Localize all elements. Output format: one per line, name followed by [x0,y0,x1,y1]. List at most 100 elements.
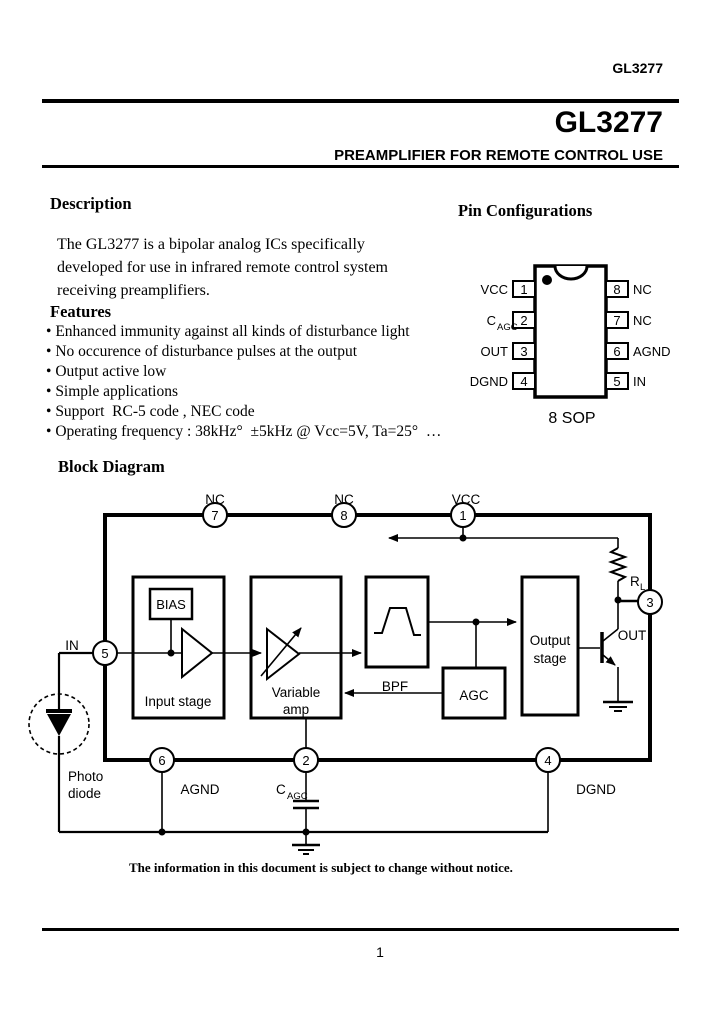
pin-configuration-diagram: 1 2 3 4 8 7 6 5 VCC C AGC OUT DGND NC NC… [470,264,671,427]
pin-label-vcc: VCC [481,282,508,297]
pin-circle-5 [92,640,118,666]
bias-box [148,587,194,621]
pin-label-nc: NC [633,282,652,297]
pin-circle-1 [450,502,476,528]
ic-package-notch [553,265,589,281]
feature-item: Operating frequency : 38kHz° ±5kHz @ Vcc… [46,422,441,442]
agc-label: AGC [459,688,489,703]
description-line: The GL3277 is a bipolar analog ICs speci… [57,236,365,253]
output-stage-label: Output [530,633,571,648]
input-stage-box [131,575,226,720]
feature-item: Simple applications [46,382,441,402]
pin-number: 3 [646,595,653,610]
transistor-collector [602,628,619,642]
pin-circle-3 [637,589,663,615]
description-line: developed for use in infrared remote con… [57,259,388,276]
pin-label-cagc: C [276,782,286,797]
features-list: Enhanced immunity against all kinds of d… [46,322,441,442]
pin-number: 7 [613,313,620,328]
footer-note: The information in this document is subj… [129,860,513,875]
pin-label-cagc: C [487,313,496,328]
bandpass-response-icon [374,607,421,636]
pin-label-cagc-subscript: AGC [287,791,308,802]
pin-circle-4 [535,747,561,773]
features-heading: Features [50,302,112,321]
pin-number: 8 [613,282,620,297]
pin-number: 2 [302,753,309,768]
photodiode-label: diode [68,786,101,801]
bpf-label: BPF [382,679,408,694]
photodiode-triangle [47,714,71,736]
output-stage-box [520,575,580,717]
amplifier-triangle-icon [181,626,214,680]
block-diagram-heading: Block Diagram [58,457,165,476]
pin-label-nc: NC [633,313,652,328]
feature-item: Support RC-5 code , NEC code [46,402,441,422]
bias-label: BIAS [156,597,186,612]
pin-stub-7 [605,311,629,329]
pin-number: 5 [101,646,108,661]
pin-label-nc: NC [334,492,354,507]
variable-amp-label: amp [283,702,309,717]
feature-item: No occurence of disturbance pulses at th… [46,342,441,362]
header-rule [42,99,679,103]
page-title: GL3277 [554,106,663,139]
npn-transistor-icon [578,628,619,666]
description-line: receiving preamplifiers. [57,282,210,299]
pin-label-vcc: VCC [452,492,481,507]
pin-stub-6 [605,342,629,360]
package-type-label: 8 SOP [548,410,595,427]
pin-label-agnd: AGND [180,782,219,797]
input-stage-label: Input stage [145,694,212,709]
pin-label-dgnd: DGND [576,782,616,797]
pin-stub-8 [605,280,629,298]
pin-config-heading: Pin Configurations [458,201,593,220]
pin-stub-5 [605,372,629,390]
ic-package-body [533,264,608,399]
pin-number: 6 [613,344,620,359]
pin-circle-8 [331,502,357,528]
pin-label-out: OUT [618,628,647,643]
variable-gain-arrow-icon [260,627,302,677]
footer-rule [42,928,679,931]
header-part-number: GL3277 [612,60,663,76]
pin-circle-7 [202,502,228,528]
pin-number: 2 [520,313,527,328]
pin-label-out: OUT [481,344,509,359]
block-diagram-figure: Photo diode IN BIAS Input stage [28,492,663,855]
pin-number: 1 [459,508,466,523]
pin-label-in: IN [633,374,646,389]
pin-number: 6 [158,753,165,768]
photodiode-icon [28,653,90,832]
pin-stub-4 [512,372,536,390]
description-heading: Description [50,194,132,213]
load-resistor-label: R [630,574,640,589]
pin-label-agnd: AGND [633,344,671,359]
variable-amp-label: Variable [272,685,321,700]
pin-circle-6 [149,747,175,773]
feature-item: Output active low [46,362,441,382]
pin-number: 4 [544,753,551,768]
pin-label-nc: NC [205,492,225,507]
pin-number: 5 [613,374,620,389]
output-stage-label: stage [533,651,566,666]
capacitor-icon [293,799,319,810]
feature-item: Enhanced immunity against all kinds of d… [46,322,441,342]
variable-amplifier-triangle-icon [266,626,301,682]
pin-stub-1 [512,280,536,298]
ic-boundary [103,513,652,762]
transistor-emitter [602,654,616,666]
title-rule [42,165,679,168]
load-resistor-subscript: L [640,582,645,593]
ground-icon [292,843,320,855]
pin-label-cagc-subscript: AGC [497,322,518,333]
page-number: 1 [376,944,384,960]
pin-number: 4 [520,374,527,389]
pin1-marker-dot [542,275,552,285]
pin-stub-3 [512,342,536,360]
pin-label-dgnd: DGND [470,374,508,389]
load-resistor-icon [608,547,628,582]
junction-dot [459,534,467,542]
